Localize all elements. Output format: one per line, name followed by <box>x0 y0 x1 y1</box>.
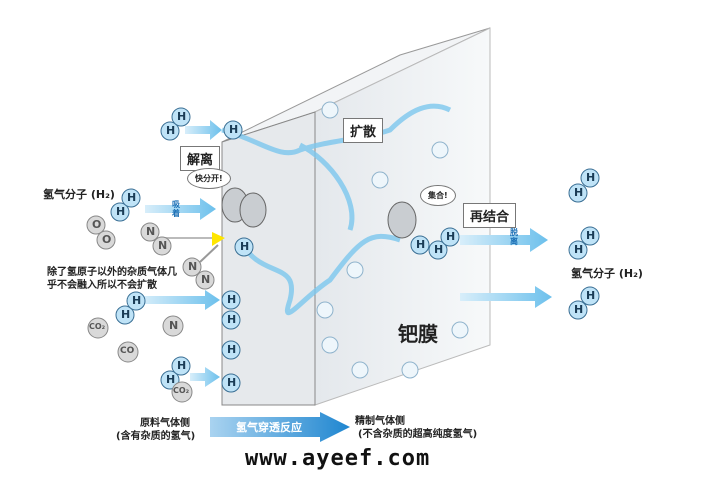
h-atom: H <box>446 230 456 243</box>
h-atom: H <box>227 293 237 306</box>
h-atom: H <box>177 110 187 123</box>
h-atom: H <box>227 343 237 356</box>
h-atom: H <box>116 205 126 218</box>
h-atom: H <box>574 243 584 256</box>
impurity-note-line1: 除了氢原子以外的杂质气体几 <box>47 267 177 278</box>
website-url[interactable]: www.ayeef.com <box>245 446 431 471</box>
h-atom: H <box>227 313 237 326</box>
n-atom: N <box>146 225 156 238</box>
impact-mark <box>212 232 225 246</box>
h-atom: H <box>132 294 142 307</box>
h2-molecule-label-left: 氢气分子 (H₂) <box>43 188 115 201</box>
h-atom: H <box>121 308 131 321</box>
membrane-front <box>221 111 316 406</box>
h-atom: H <box>127 191 137 204</box>
h-atom: H <box>240 240 250 253</box>
feed-side-sub-label: (含有杂质的氢气) <box>116 431 196 442</box>
co2-molecule: CO₂ <box>173 386 190 395</box>
recombine-label: 再结合 <box>463 203 517 228</box>
permeation-arrow <box>210 412 350 442</box>
h-atom: H <box>586 289 596 302</box>
gather-speech-bubble: 集合! <box>420 185 456 206</box>
refined-side-label: 精制气体侧 <box>355 416 405 427</box>
diffusion-paths <box>221 103 452 316</box>
desorb-label: 脱离 <box>510 228 518 246</box>
h-atom: H <box>166 373 176 386</box>
h-atom: H <box>586 229 596 242</box>
h2-molecule-label-right: 氢气分子 (H₂) <box>571 267 643 280</box>
membrane-label: 钯膜 <box>398 322 438 346</box>
adsorb-label: 吸着 <box>172 200 180 218</box>
reflect-arrow <box>199 244 219 263</box>
h-atom: H <box>434 243 444 256</box>
impurity-atoms <box>86 215 215 403</box>
o-atom: O <box>92 218 102 231</box>
h-atom: H <box>177 359 187 372</box>
n-atom: N <box>201 273 211 286</box>
n-atom: N <box>188 260 198 273</box>
co-molecule: CO <box>120 346 135 356</box>
n-atom: N <box>158 239 168 252</box>
mascots <box>221 187 417 239</box>
n2-molecule: N <box>169 319 179 332</box>
hydrogen-atoms <box>110 107 600 393</box>
h-atom: H <box>574 303 584 316</box>
h-atom: H <box>229 123 239 136</box>
h-atom: H <box>586 171 596 184</box>
flow-arrows <box>140 120 552 387</box>
diffusion-label: 扩散 <box>343 118 384 143</box>
h-atom: H <box>574 186 584 199</box>
co2-molecule: CO₂ <box>89 322 106 331</box>
h-atom: H <box>166 124 176 137</box>
h-atom: H <box>227 376 237 389</box>
h-atom: H <box>416 238 426 251</box>
impurity-note-line2: 乎不会融入所以不会扩散 <box>47 280 157 291</box>
feed-side-label: 原料气体侧 <box>140 418 190 429</box>
split-speech-bubble: 快分开! <box>187 168 231 189</box>
permeation-label: 氢气穿透反应 <box>236 421 302 434</box>
refined-side-sub-label: (不含杂质的超高纯度氢气) <box>358 429 478 440</box>
o-atom: O <box>102 233 112 246</box>
dissociation-label: 解离 <box>180 146 221 171</box>
hydrogen-atoms-faded <box>316 101 469 379</box>
